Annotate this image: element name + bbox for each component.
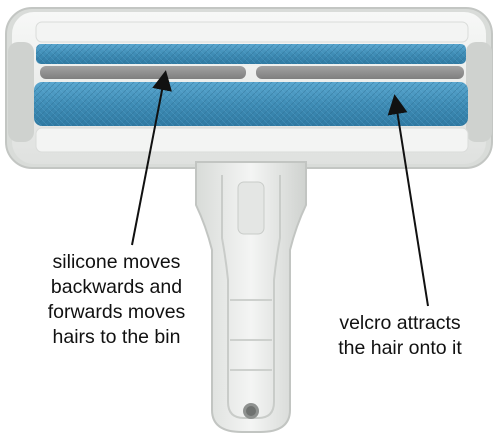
silicone-annotation-line: hairs to the bin [52,326,181,348]
upper-velcro-strip [36,44,466,64]
velcro-arrow-icon [387,94,429,307]
silicone-annotation: silicone moves backwards and forwards mo… [14,250,219,350]
silicone-annotation-line: backwards and [50,276,183,298]
silicone-annotation-line: silicone moves [52,251,181,273]
silicone-arrow-icon [131,70,172,246]
velcro-annotation-line: velcro attracts [339,312,461,334]
velcro-annotation: velcro attracts the hair onto it [300,311,500,361]
silicone-annotation-line: forwards moves [47,301,186,323]
velcro-annotation-line: the hair onto it [338,337,462,359]
silicone-bars [40,66,464,79]
lower-velcro-strip [34,82,468,126]
handle [195,161,307,433]
